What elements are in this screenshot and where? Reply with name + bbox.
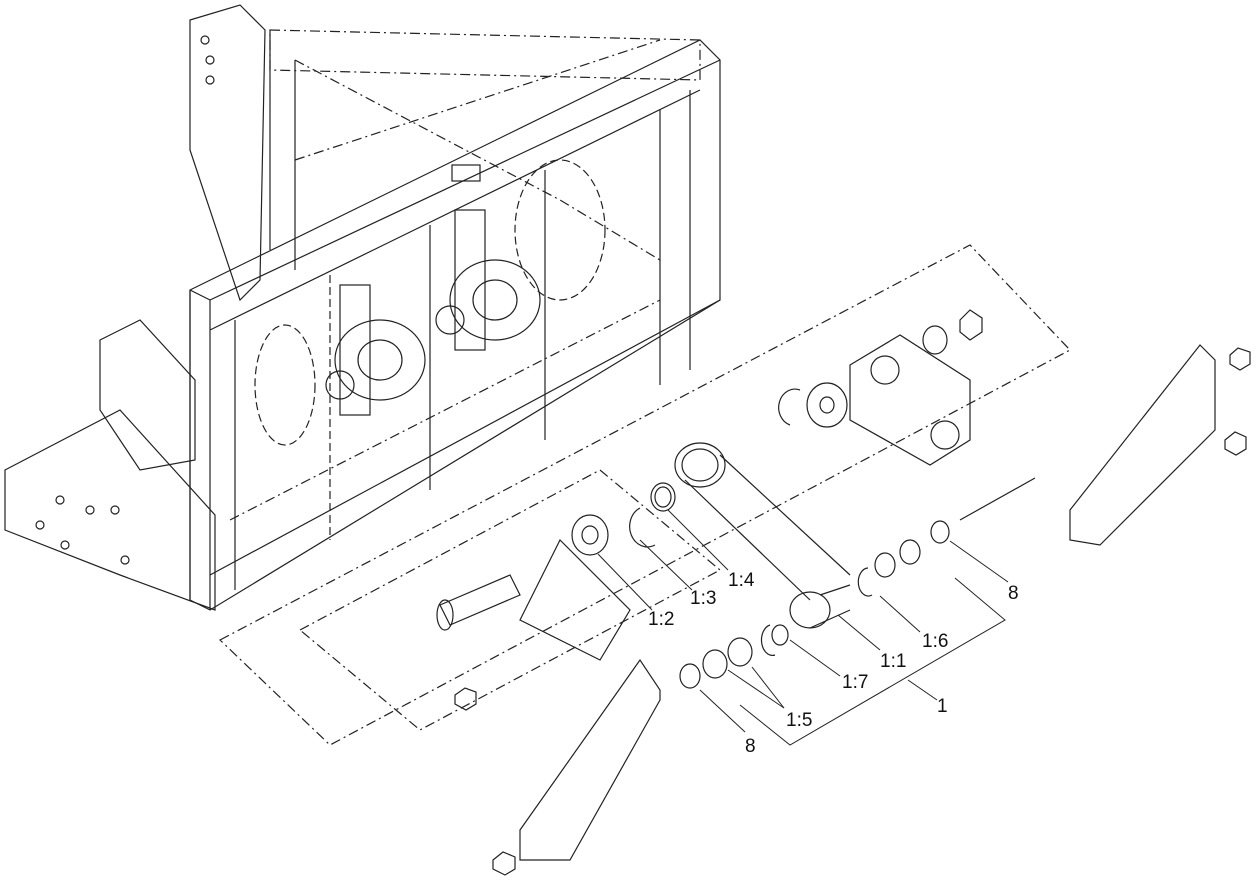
connecting-link: [674, 442, 851, 629]
exploded-envelope-inner: [298, 469, 722, 731]
leader-lines: [597, 509, 1009, 746]
bearing-stack-lower: [679, 520, 950, 689]
side-plate-right: [959, 344, 1251, 546]
callout-1-5: 1:5: [786, 710, 813, 731]
hub-assembly: [254, 159, 606, 446]
bearing-stack-upper: [571, 382, 848, 556]
pivot-arm-upper: [849, 309, 983, 466]
side-plate-lower: [454, 658, 661, 876]
callout-1-2: 1:2: [648, 609, 675, 630]
callout-1-1: 1:1: [880, 651, 907, 672]
callout-8-upper: 8: [1008, 583, 1019, 604]
callout-1-4: 1:4: [728, 570, 755, 591]
callout-1-3: 1:3: [690, 588, 717, 609]
callout-1-6: 1:6: [922, 631, 949, 652]
callout-1: 1: [937, 696, 948, 717]
pivot-arm-lower-left: [436, 538, 631, 661]
hitch-plate-left: [4, 4, 266, 611]
callout-1-7: 1:7: [842, 672, 869, 693]
callout-8-lower: 8: [745, 736, 756, 757]
exploded-envelope: [218, 244, 1071, 746]
